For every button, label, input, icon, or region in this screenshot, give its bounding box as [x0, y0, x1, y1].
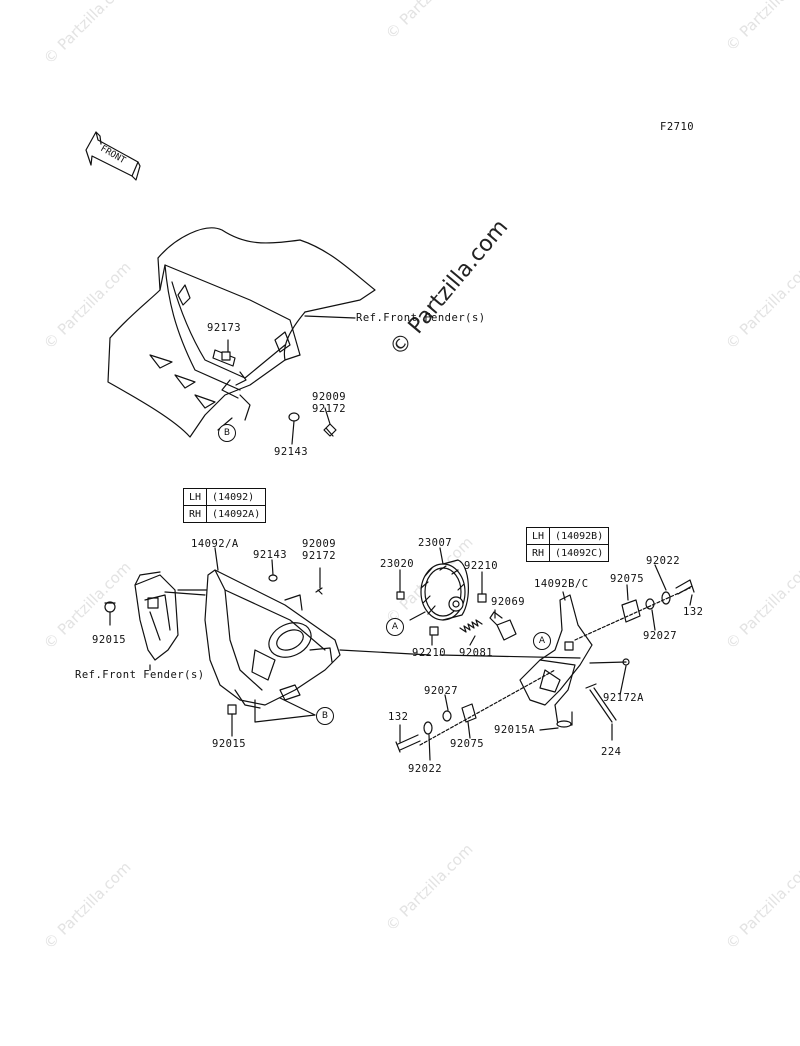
part-92210-label: 92210: [464, 560, 499, 572]
table-cell: (14092): [206, 488, 267, 506]
table-cell: (14092A): [206, 505, 267, 523]
part-23020-label: 23020: [380, 558, 415, 570]
headlight-unit: [396, 547, 517, 646]
table-row: RH (14092A): [182, 505, 267, 523]
part-92027-label: 92027: [424, 685, 459, 697]
part-92022-label: 92022: [408, 763, 443, 775]
callout-a: A: [533, 632, 551, 650]
part-92022-label: 92022: [646, 555, 681, 567]
part-92027-label: 92027: [643, 630, 678, 642]
part-92172-label: 92172: [312, 403, 347, 415]
table-row: RH (14092C): [525, 544, 610, 562]
variant-table-right: LH (14092B) RH (14092C): [525, 527, 610, 562]
variant-table-left: LH (14092) RH (14092A): [182, 488, 267, 523]
table-cell: (14092C): [549, 544, 610, 562]
table-cell: RH: [182, 505, 208, 523]
table-row: LH (14092B): [525, 527, 610, 545]
table-cell: LH: [182, 488, 208, 506]
part-14092a-label: 14092/A: [191, 538, 239, 550]
part-92009-label: 92009: [312, 391, 347, 403]
part-92015-label: 92015: [92, 634, 127, 646]
left-fender-bracket: [104, 571, 211, 671]
part-92143-label: 92143: [253, 549, 288, 561]
part-132-label: 132: [683, 606, 704, 618]
table-cell: (14092B): [549, 527, 610, 545]
part-92210-label: 92210: [412, 647, 447, 659]
table-cell: RH: [525, 544, 551, 562]
part-92015a-label: 92015A: [494, 724, 535, 736]
ref-front-fender-label: Ref.Front Fender(s): [356, 312, 486, 324]
part-23007-label: 23007: [418, 537, 453, 549]
part-92172a-label: 92172A: [603, 692, 644, 704]
part-92081-label: 92081: [459, 647, 494, 659]
callout-b: B: [316, 707, 334, 725]
part-92173-label: 92173: [207, 322, 242, 334]
part-132-label: 132: [388, 711, 409, 723]
part-92172-label: 92172: [302, 550, 337, 562]
right-headlight-bracket: [395, 564, 695, 761]
table-cell: LH: [525, 527, 551, 545]
front-fender-top: [107, 227, 376, 445]
part-92143-label: 92143: [274, 446, 309, 458]
part-92015-label: 92015: [212, 738, 247, 750]
part-92075-label: 92075: [610, 573, 645, 585]
table-row: LH (14092): [182, 488, 267, 506]
part-92009-label: 92009: [302, 538, 337, 550]
headlight-housing: [164, 547, 431, 737]
ref-front-fender-label: Ref.Front Fender(s): [75, 669, 205, 681]
diagram-code: F2710: [660, 121, 695, 133]
part-14092bc-label: 14092B/C: [534, 578, 589, 590]
part-92075-label: 92075: [450, 738, 485, 750]
callout-b-top: B: [218, 424, 236, 442]
front-arrow-icon: FRONT: [85, 131, 141, 181]
callout-a: A: [386, 618, 404, 636]
part-224-label: 224: [601, 746, 622, 758]
part-92069-label: 92069: [491, 596, 526, 608]
